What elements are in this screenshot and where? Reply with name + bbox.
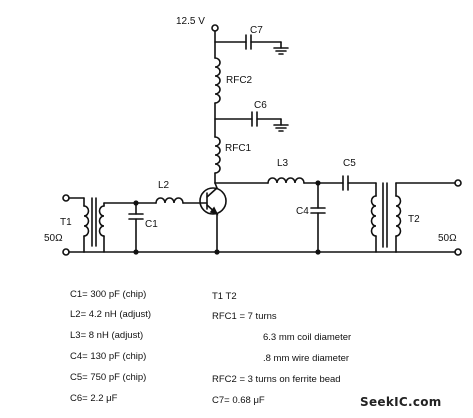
t1-secondary-coil bbox=[98, 205, 105, 237]
l3-coil bbox=[267, 177, 305, 184]
c6-label: C6 bbox=[254, 100, 267, 111]
l2-coil bbox=[155, 197, 184, 204]
supply-terminal bbox=[211, 24, 219, 32]
c5-label: C5 bbox=[343, 158, 356, 169]
t2-secondary-coil bbox=[395, 195, 402, 237]
c4-label: C4 bbox=[296, 206, 309, 217]
rfc2-label: RFC2 bbox=[226, 75, 253, 86]
input-terminal-bottom bbox=[62, 248, 70, 256]
c1-label: C1 bbox=[145, 219, 158, 230]
l2-label: L2 bbox=[158, 180, 170, 191]
l3-label: L3 bbox=[277, 158, 289, 169]
t2-primary-coil bbox=[370, 195, 377, 237]
supply-voltage-label: 12.5 V bbox=[176, 16, 205, 27]
output-impedance-label: 50Ω bbox=[438, 233, 457, 244]
t1-label: T1 bbox=[60, 217, 72, 228]
t1-primary-coil bbox=[83, 205, 90, 237]
c7-label: C7 bbox=[250, 25, 263, 36]
rfc2-coil bbox=[214, 57, 221, 104]
output-terminal-top bbox=[454, 179, 462, 187]
input-impedance-label: 50Ω bbox=[44, 233, 63, 244]
watermark: SeekIC.com bbox=[360, 395, 442, 409]
t2-label: T2 bbox=[408, 214, 420, 225]
input-terminal-top bbox=[62, 194, 70, 202]
output-terminal-bottom bbox=[454, 248, 462, 256]
rfc1-label: RFC1 bbox=[225, 143, 252, 154]
transistor-body bbox=[199, 187, 227, 215]
rfc1-coil bbox=[214, 136, 221, 174]
